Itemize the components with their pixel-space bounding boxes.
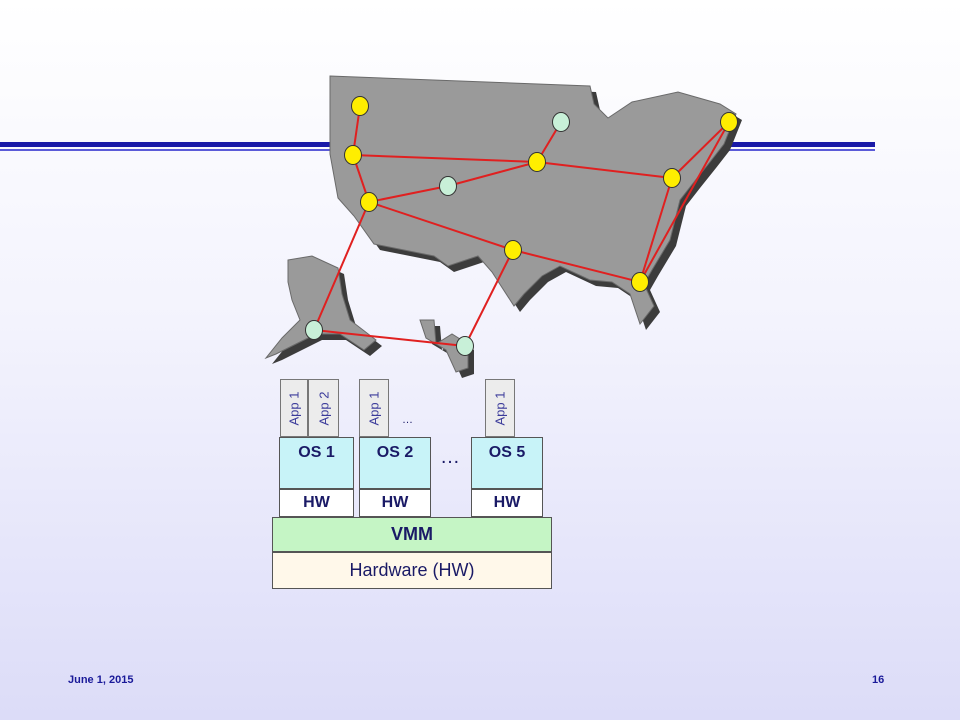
network-node-green xyxy=(552,112,570,132)
network-node-yellow xyxy=(663,168,681,188)
network-link xyxy=(368,201,514,251)
network-node-yellow xyxy=(360,192,378,212)
network-link xyxy=(313,329,466,347)
network-link xyxy=(368,185,449,203)
network-link xyxy=(639,121,730,283)
app-ellipsis: … xyxy=(402,414,413,426)
app-label: App 2 xyxy=(316,391,332,425)
network-node-green xyxy=(439,176,457,196)
os-label: OS 5 xyxy=(488,444,526,461)
network-link xyxy=(352,154,538,163)
network-node-yellow xyxy=(528,152,546,172)
network-node-yellow xyxy=(720,112,738,132)
network-nodes xyxy=(305,96,738,356)
vmm-layer: VMM xyxy=(272,517,552,552)
footer-date: June 1, 2015 xyxy=(68,674,134,686)
map-landmass xyxy=(264,75,737,373)
network-node-yellow xyxy=(344,145,362,165)
app-box-os2-app1: App 1 xyxy=(359,379,389,437)
hardware-layer: Hardware (HW) xyxy=(272,552,552,589)
network-link xyxy=(313,201,370,331)
os-box-1: OS 1 xyxy=(279,437,354,489)
app-label: App 1 xyxy=(366,391,382,425)
hw-box-1: HW xyxy=(279,489,354,517)
network-node-yellow xyxy=(631,272,649,292)
app-label: App 1 xyxy=(286,391,302,425)
network-node-green xyxy=(456,336,474,356)
hw-box-2: HW xyxy=(359,489,431,517)
os-box-5: OS 5 xyxy=(471,437,543,489)
network-link xyxy=(639,177,673,283)
app-label: App 1 xyxy=(492,391,508,425)
app-box-os1-app1: App 1 xyxy=(280,379,308,437)
network-link xyxy=(671,121,730,179)
hw-box-5: HW xyxy=(471,489,543,517)
os-box-2: OS 2 xyxy=(359,437,431,489)
network-link xyxy=(464,249,514,347)
app-box-os5-app1: App 1 xyxy=(485,379,515,437)
network-link xyxy=(536,161,673,179)
os-ellipsis: … xyxy=(440,446,460,468)
os-label: OS 1 xyxy=(298,444,335,461)
network-node-yellow xyxy=(351,96,369,116)
app-box-os1-app2: App 2 xyxy=(308,379,339,437)
os-label: OS 2 xyxy=(376,444,414,461)
network-node-green xyxy=(305,320,323,340)
network-link xyxy=(447,161,538,187)
footer-page-number: 16 xyxy=(872,674,885,686)
network-node-yellow xyxy=(504,240,522,260)
network-link xyxy=(512,249,641,283)
